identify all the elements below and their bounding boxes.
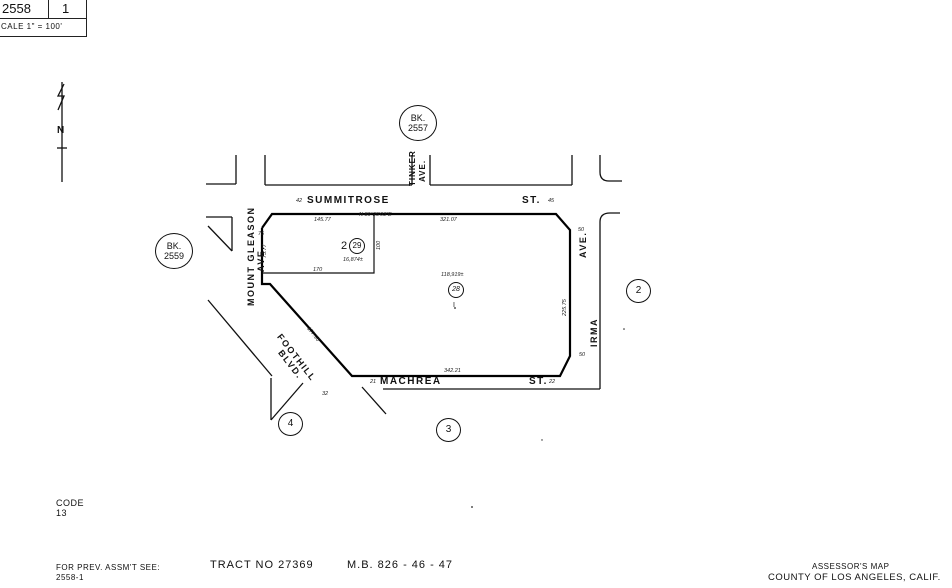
map-index-box — [0, 0, 87, 37]
map-book-ref: M.B. 826 - 46 - 47 — [347, 559, 454, 571]
street-summitrose: SUMMITROSE — [307, 195, 390, 206]
dimension-small-south: 170 — [313, 267, 323, 273]
street-code: 45 — [548, 198, 555, 204]
dimension-mount-gleason-width: 75 — [258, 231, 265, 237]
foothill-south-edge — [270, 382, 304, 421]
street-tinker: TINKER — [408, 150, 417, 186]
street-code: 42 — [296, 198, 303, 204]
county-label: COUNTY OF LOS ANGELES, CALIF. — [768, 572, 941, 583]
north-arrow-head — [56, 83, 65, 111]
parcel-28-area: 118,919± — [441, 272, 464, 278]
parcel-28-number: 28 — [448, 282, 464, 298]
dimension-small-east: 100 — [376, 240, 382, 250]
map-index-divider — [0, 18, 86, 19]
summitrose-ne-corner — [599, 155, 622, 182]
book-ref-2557: BK.2557 — [399, 105, 437, 141]
street-code: 22 — [549, 379, 556, 385]
dimension-west-upper: 73.77 — [262, 244, 268, 258]
street-summitrose-suffix: ST. — [522, 195, 541, 206]
scale-label: CALE 1" = 100' — [1, 22, 63, 31]
street-tinker-suffix: AVE. — [418, 159, 427, 182]
block-number: 2 — [626, 279, 651, 303]
parcel-28-boundary — [260, 212, 572, 378]
code-label: CODE — [56, 498, 85, 508]
machrea-south-diag — [361, 386, 387, 415]
parcel-29-number: 29 — [349, 238, 365, 254]
north-label: N — [57, 125, 65, 136]
irma-ne-corner — [599, 212, 620, 389]
dimension-north-left: 145.77 — [314, 217, 331, 223]
street-code: 21 — [370, 379, 377, 385]
street-mount-gleason: MOUNT GLEASON — [246, 206, 256, 307]
dimension-bearing: N 89°25'03"E — [359, 212, 392, 218]
street-irma: IRMA — [589, 318, 599, 347]
street-irma-suffix: AVE. — [578, 231, 588, 258]
map-index-vdivider — [48, 0, 49, 18]
street-machrea-suffix: ST. — [529, 376, 548, 387]
street-code: 32 — [322, 391, 329, 397]
mount-gleason-west-diag — [207, 225, 233, 252]
block-number: 3 — [436, 418, 461, 442]
parcel-29-boundary — [262, 214, 375, 274]
page-number: 1 — [62, 1, 70, 16]
dimension-irma-north: 50 — [578, 227, 585, 233]
assessor-label: ASSESSOR'S MAP — [812, 562, 890, 571]
map-dot — [454, 307, 456, 309]
parcel-29-area: 16,874± — [343, 257, 363, 263]
prev-assessment-value: 2558-1 — [56, 573, 84, 582]
foothill-west-edge — [207, 299, 273, 377]
dimension-irma-south: 50 — [579, 352, 586, 358]
street-machrea: MACHREA — [380, 376, 442, 387]
block-number: 4 — [278, 412, 303, 436]
map-dot — [541, 439, 543, 441]
tract-number: TRACT NO 27369 — [210, 559, 314, 571]
code-value: 13 — [56, 508, 68, 518]
dimension-machrea: 342.21 — [444, 368, 461, 374]
parcel-28-marker: I — [453, 302, 455, 309]
map-dot — [471, 506, 473, 508]
map-dot — [623, 328, 625, 330]
prev-assessment-label: FOR PREV. ASSM'T SEE: — [56, 563, 161, 572]
book-number: 2558 — [2, 1, 31, 16]
dimension-north-right: 321.07 — [440, 217, 457, 223]
book-ref-2559: BK.2559 — [155, 233, 193, 269]
parcel-29-prefix: 2 — [341, 240, 348, 252]
dimension-irma-side: 225.75 — [562, 299, 568, 316]
